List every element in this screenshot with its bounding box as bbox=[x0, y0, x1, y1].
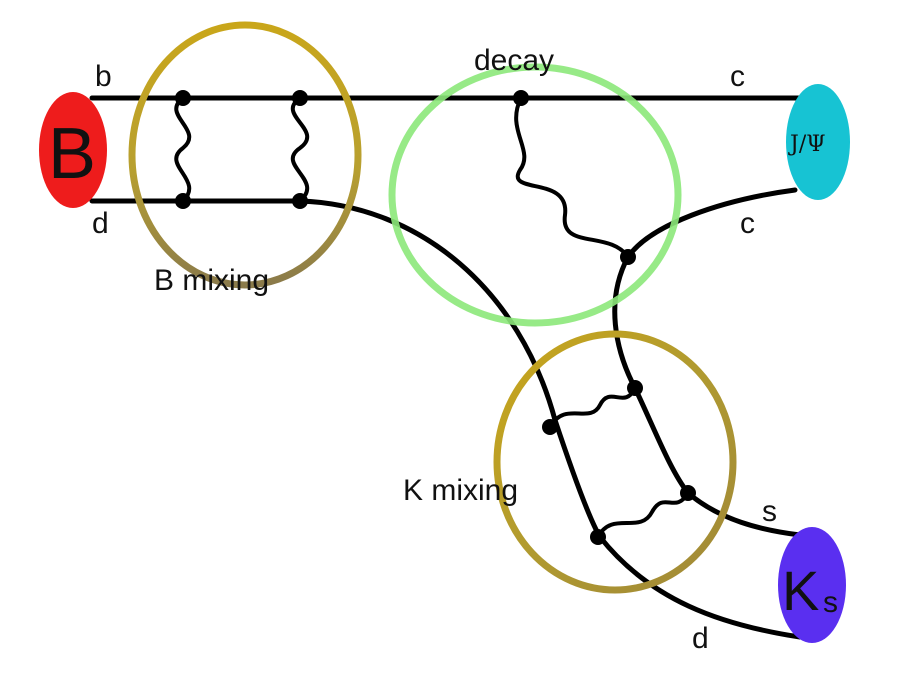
exchange-lines bbox=[174, 96, 690, 539]
quark-label-s: s bbox=[762, 495, 777, 528]
kshort-subscript: s bbox=[823, 586, 838, 619]
vertices bbox=[175, 90, 696, 545]
vertex bbox=[292, 90, 308, 106]
decay-wavy bbox=[514, 96, 630, 259]
quark-label-c-mid: c bbox=[740, 207, 755, 240]
vertex bbox=[627, 380, 643, 396]
vertex bbox=[175, 90, 191, 106]
b-mix-wavy-right bbox=[290, 96, 310, 203]
vertex bbox=[175, 193, 191, 209]
quark-label-c-top: c bbox=[730, 60, 745, 93]
jpsi-label: J/Ψ bbox=[788, 132, 826, 157]
k-mix-wavy-top bbox=[548, 386, 637, 429]
b-meson-label: B bbox=[48, 114, 96, 194]
k-mixing-ring bbox=[493, 330, 737, 594]
vertex bbox=[542, 419, 558, 435]
k-mix-wavy-bottom bbox=[596, 491, 690, 539]
b-mixing-ring bbox=[128, 21, 362, 289]
b-meson-blob bbox=[39, 92, 107, 208]
vertex bbox=[620, 249, 636, 265]
quark-label-d-lower: d bbox=[692, 622, 709, 655]
quark-label-b: b bbox=[95, 60, 112, 93]
vertex bbox=[292, 193, 308, 209]
quark-label-d: d bbox=[92, 207, 109, 240]
b-mix-wavy-left bbox=[174, 96, 192, 203]
c-mid-line bbox=[625, 187, 798, 260]
decay-label: decay bbox=[474, 44, 554, 77]
b-mixing-label: B mixing bbox=[154, 264, 269, 297]
kshort-blob bbox=[778, 527, 846, 643]
vertex bbox=[513, 90, 529, 106]
s-line bbox=[612, 254, 803, 538]
d-lower-out-line bbox=[597, 534, 803, 640]
decay-ring bbox=[388, 63, 682, 327]
k-mixing-label: K mixing bbox=[403, 474, 518, 507]
kshort-label: K bbox=[782, 559, 819, 622]
jpsi-blob bbox=[786, 84, 850, 200]
vertex bbox=[680, 485, 696, 501]
vertex bbox=[590, 529, 606, 545]
d-bottom-line bbox=[89, 198, 603, 540]
